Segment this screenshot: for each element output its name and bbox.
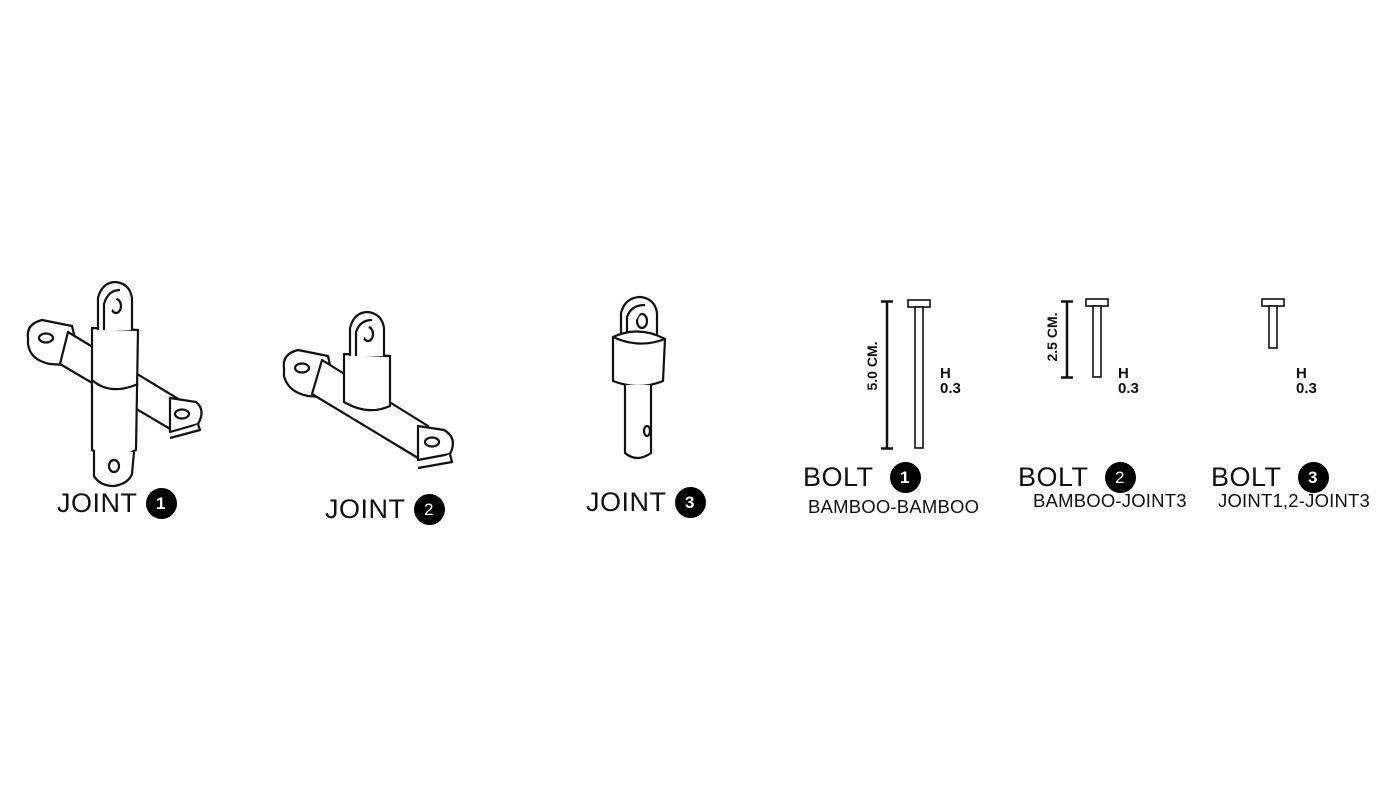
joint-2-title: JOINT: [325, 494, 406, 524]
bolt-1-h-value: 0.3: [940, 380, 961, 397]
joint-1-label: JOINT 1: [57, 488, 177, 519]
bolt-3-usage: JOINT1,2-JOINT3: [1218, 490, 1371, 511]
bolt-2-usage: BAMBOO-JOINT3: [1033, 490, 1187, 511]
bolt-1-number-badge: 1: [889, 462, 921, 493]
joint-1-drawing: [26, 280, 203, 488]
joint-3-number-badge: 3: [674, 487, 706, 518]
bolt-2-label: BOLT 2: [1018, 462, 1136, 493]
joint-1-title: JOINT: [57, 488, 138, 518]
bolt-3-h-label: H: [1296, 365, 1307, 382]
bolt-3-head-dimension: H 0.3: [1296, 366, 1317, 396]
bolt-2-dimension-bar: [1061, 300, 1073, 379]
bolt-1-title: BOLT: [803, 462, 874, 492]
bolt-3-label: BOLT 3: [1211, 462, 1329, 493]
joint-2-drawing: [282, 310, 455, 470]
bolt-2-h-value: 0.3: [1118, 380, 1139, 397]
bolt-1-usage: BAMBOO-BAMBOO: [808, 496, 980, 517]
joint-3-label: JOINT 3: [586, 487, 706, 518]
joint-1-number-badge: 1: [145, 488, 177, 519]
bolt-2-head-dimension: H 0.3: [1118, 366, 1139, 396]
joint-3-drawing: [611, 295, 667, 460]
bolt-3-number-badge: 3: [1297, 462, 1329, 493]
bolt-1-dimension-bar: [881, 300, 893, 450]
bolt-3-title: BOLT: [1211, 462, 1282, 492]
bolt-2-h-label: H: [1118, 365, 1129, 382]
bolt-2-length-label: 2.5 CM.: [1044, 312, 1060, 362]
bolt-3-drawing: [1261, 298, 1285, 349]
bolt-1-label: BOLT 1: [803, 462, 921, 493]
bolt-2-drawing: [1085, 298, 1109, 378]
bolt-1-drawing: [907, 299, 931, 449]
bolt-1-length-label: 5.0 CM.: [864, 341, 880, 391]
joint-2-number-badge: 2: [413, 494, 445, 525]
bolt-2-number-badge: 2: [1104, 462, 1136, 493]
joint-2-label: JOINT 2: [325, 494, 445, 525]
joint-3-title: JOINT: [586, 487, 667, 517]
bolt-1-h-label: H: [940, 365, 951, 382]
bolt-2-title: BOLT: [1018, 462, 1089, 492]
bolt-1-head-dimension: H 0.3: [940, 366, 961, 396]
bolt-3-h-value: 0.3: [1296, 380, 1317, 397]
